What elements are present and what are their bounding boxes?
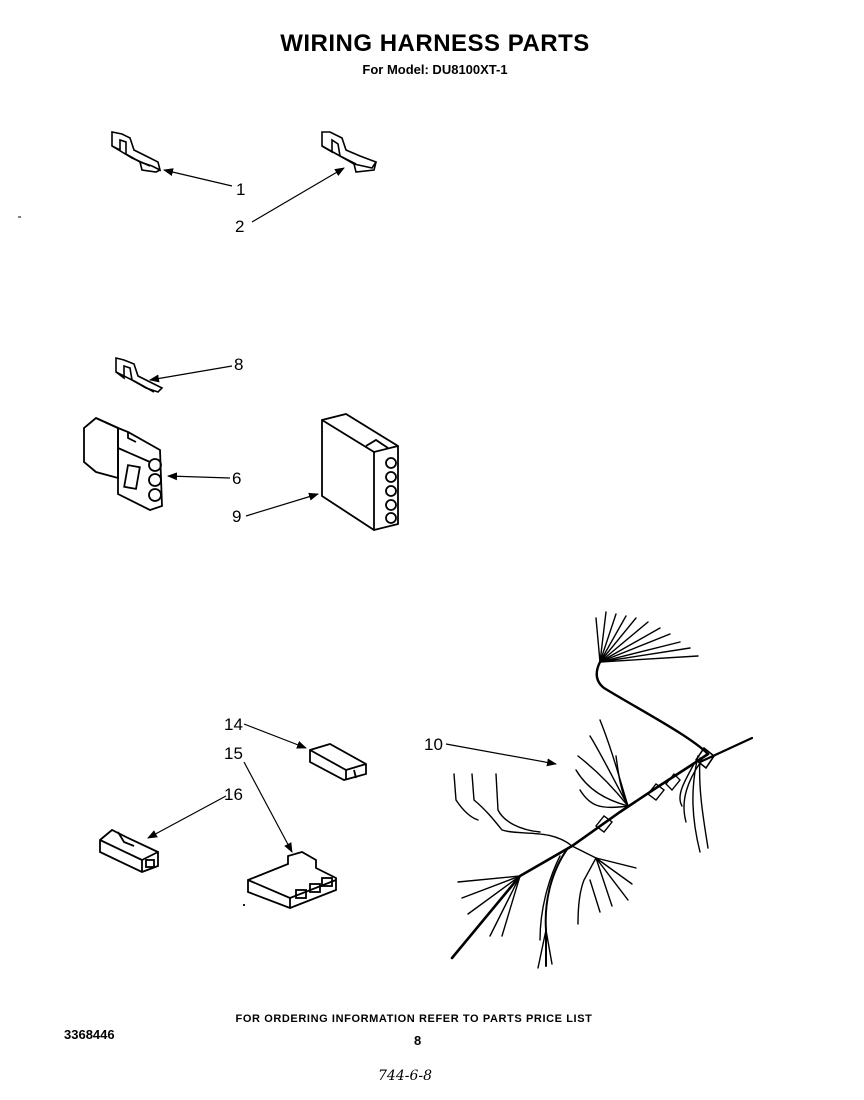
part-6-connector	[83, 416, 163, 511]
page-title: WIRING HARNESS PARTS	[280, 30, 590, 57]
callout-14: 14	[224, 715, 243, 734]
page-number: 8	[414, 1033, 422, 1048]
part-15-housing	[243, 851, 337, 909]
handwritten-note: 744-6-8	[378, 1068, 432, 1084]
callout-9-leader	[245, 492, 319, 517]
callout-1-leader	[163, 168, 233, 187]
callout-8-leader	[149, 365, 233, 383]
callout-8: 8	[234, 355, 243, 374]
callout-10-leader	[445, 743, 557, 767]
callout-15: 15	[224, 744, 243, 763]
callout-14-leader	[243, 723, 307, 749]
callout-2: 2	[235, 217, 244, 236]
part-14-housing	[309, 743, 367, 781]
document-number: 3368446	[64, 1027, 115, 1042]
callout-1: 1	[236, 180, 245, 199]
callout-6: 6	[232, 469, 241, 488]
part-8-terminal	[115, 356, 164, 393]
part-10-wiring-harness	[450, 611, 754, 969]
part-16-connector	[99, 828, 159, 873]
ordering-info-note: FOR ORDERING INFORMATION REFER TO PARTS …	[235, 1013, 593, 1025]
callout-10: 10	[424, 735, 443, 754]
callout-16: 16	[224, 785, 243, 804]
callout-15-leader	[243, 761, 293, 853]
part-2-terminal	[321, 131, 378, 173]
model-subtitle: For Model: DU8100XT-1	[362, 62, 508, 77]
callout-2-leader	[251, 167, 345, 223]
part-1-terminal	[111, 131, 162, 173]
callout-6-leader	[167, 472, 231, 481]
part-9-connector	[321, 413, 399, 531]
callout-16-leader	[147, 795, 227, 839]
callout-9: 9	[232, 507, 241, 526]
